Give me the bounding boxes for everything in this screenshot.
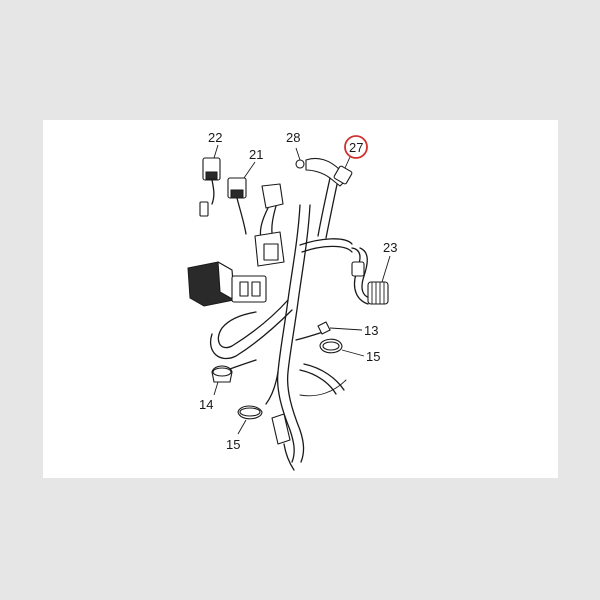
callout-23: 23 bbox=[383, 240, 397, 255]
part-23-connector bbox=[351, 247, 391, 305]
part-15-clamp-right bbox=[319, 338, 365, 357]
part-13-bolt bbox=[317, 321, 363, 335]
part-15-clamp-bottom bbox=[237, 405, 295, 471]
callout-14: 14 bbox=[199, 397, 213, 412]
callout-15-right: 15 bbox=[366, 349, 380, 364]
part-21-connector bbox=[227, 161, 256, 235]
callout-13: 13 bbox=[364, 323, 378, 338]
callout-15-bottom: 15 bbox=[226, 437, 240, 452]
highlight-circle-27 bbox=[344, 135, 368, 159]
part-28-bolt bbox=[295, 147, 305, 169]
part-14-clamp bbox=[211, 365, 233, 396]
part-22-connector bbox=[199, 144, 221, 217]
callout-22: 22 bbox=[208, 130, 222, 145]
part-27-sensor bbox=[305, 156, 353, 187]
callout-21: 21 bbox=[249, 147, 263, 162]
diagram-panel bbox=[43, 120, 558, 478]
callout-28: 28 bbox=[286, 130, 300, 145]
main-coupler bbox=[254, 183, 285, 267]
control-module bbox=[187, 261, 267, 307]
callout-27: 27 bbox=[349, 140, 363, 155]
